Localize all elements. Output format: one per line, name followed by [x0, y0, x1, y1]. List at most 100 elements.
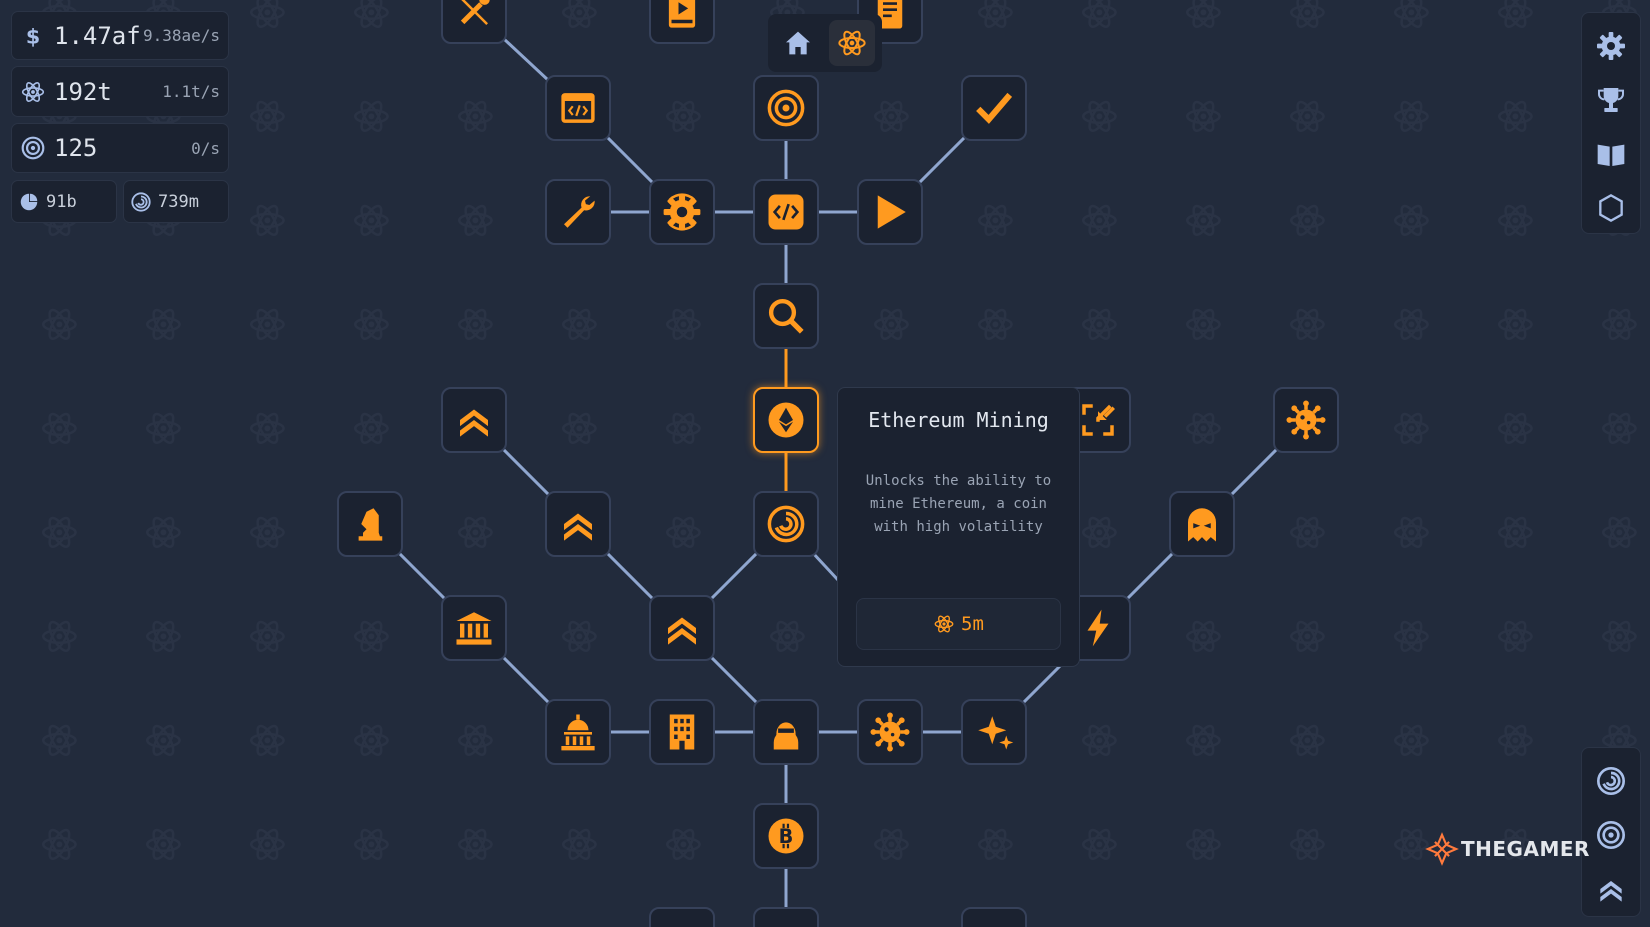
upgrade-node-chess-knight[interactable] — [337, 491, 403, 557]
upgrade-node-play[interactable] — [857, 179, 923, 245]
money-counter: $ 1.47af 9.38ae/s — [11, 11, 229, 60]
view-switcher — [768, 14, 882, 72]
upgrade-node-partial-2[interactable] — [753, 907, 819, 927]
ghost-icon — [1181, 503, 1223, 545]
upgrade-node-wrench[interactable] — [545, 179, 611, 245]
gear-icon — [1595, 30, 1627, 62]
bolt-icon — [1077, 607, 1119, 649]
target-coin-icon — [1595, 819, 1627, 851]
target-coin-button[interactable] — [1585, 809, 1637, 861]
upgrade-node-partial-3[interactable] — [961, 907, 1027, 927]
home-icon — [782, 27, 814, 59]
upgrade-node-capitol[interactable] — [545, 699, 611, 765]
tokens-value: 125 — [54, 134, 98, 162]
upgrade-node-virus-2[interactable] — [857, 699, 923, 765]
prestige-button[interactable] — [1585, 182, 1637, 234]
main-menu — [1581, 12, 1641, 234]
upgrade-node-sparkles[interactable] — [961, 699, 1027, 765]
achievements-button[interactable] — [1585, 74, 1637, 126]
trophy-icon — [1595, 84, 1627, 116]
science-counter: 192t 1.1t/s — [11, 66, 229, 117]
checkmark-icon — [973, 87, 1015, 129]
hacker-icon — [765, 711, 807, 753]
upgrade-node-chevrons-2[interactable] — [545, 491, 611, 557]
guide-button[interactable] — [1585, 128, 1637, 180]
video-icon — [661, 0, 703, 32]
upgrade-node-browser-code[interactable] — [545, 75, 611, 141]
upgrade-node-search[interactable] — [753, 283, 819, 349]
wrench-icon — [557, 191, 599, 233]
virus-icon — [1285, 399, 1327, 441]
upgrade-node-spiral[interactable] — [753, 491, 819, 557]
upgrade-node-target-coin[interactable] — [753, 75, 819, 141]
upgrade-node-building[interactable] — [649, 699, 715, 765]
tooltip-cost: 5m — [961, 613, 984, 635]
target-coin-icon — [765, 87, 807, 129]
svg-text:$: $ — [26, 24, 40, 48]
ethereum-icon — [765, 399, 807, 441]
chevrons-up-icon — [453, 399, 495, 441]
tools-icon — [453, 0, 495, 32]
pie-counter: 91b — [11, 180, 117, 223]
upgrade-node-partial-1[interactable] — [649, 907, 715, 927]
dollar-icon: $ — [20, 23, 46, 49]
watermark-text: THEGAMER — [1461, 837, 1590, 861]
upgrade-node-bitcoin[interactable]: B — [753, 803, 819, 869]
gear-cycle-icon — [661, 191, 703, 233]
upgrade-node-bank[interactable] — [441, 595, 507, 661]
hexagon-icon — [1595, 192, 1627, 224]
upgrades-button[interactable] — [1585, 863, 1637, 915]
spiral-icon — [1595, 765, 1627, 797]
partial-icon — [973, 919, 1015, 927]
browser-code-icon — [557, 87, 599, 129]
bank-icon — [453, 607, 495, 649]
bitcoin-icon: B — [765, 815, 807, 857]
search-icon — [765, 295, 807, 337]
tokens-counter: 125 0/s — [11, 123, 229, 173]
atom-icon — [836, 27, 868, 59]
research-view-button[interactable] — [828, 20, 875, 66]
play-icon — [869, 191, 911, 233]
capitol-icon — [557, 711, 599, 753]
partial-icon — [765, 919, 807, 927]
book-icon — [1595, 138, 1627, 170]
spiral-counter: 739m — [123, 180, 229, 223]
settings-button[interactable] — [1585, 20, 1637, 72]
code-icon — [765, 191, 807, 233]
pie-icon — [18, 191, 40, 213]
watermark: THEGAMER — [1425, 832, 1590, 866]
tokens-rate: 0/s — [191, 138, 220, 158]
svg-text:B: B — [779, 825, 794, 848]
upgrade-node-tools[interactable] — [441, 0, 507, 44]
pie-value: 91b — [46, 191, 77, 212]
upgrade-node-hacker[interactable] — [753, 699, 819, 765]
virus-icon — [869, 711, 911, 753]
home-button[interactable] — [775, 20, 821, 66]
upgrade-node-checkmark[interactable] — [961, 75, 1027, 141]
upgrade-node-chevrons-3[interactable] — [649, 595, 715, 661]
upgrade-node-ethereum[interactable] — [753, 387, 819, 453]
tooltip-description: Unlocks the ability to mine Ethereum, a … — [865, 473, 1052, 535]
upgrade-node-code[interactable] — [753, 179, 819, 245]
science-rate: 1.1t/s — [162, 82, 220, 101]
upgrade-node-video[interactable] — [649, 0, 715, 44]
tooltip-title: Ethereum Mining — [868, 408, 1049, 432]
upgrade-node-chevrons-1[interactable] — [441, 387, 507, 453]
tooltip-cost-button[interactable]: 5m — [856, 598, 1061, 650]
partial-icon — [661, 919, 703, 927]
compress-icon — [1077, 399, 1119, 441]
spiral-value: 739m — [158, 191, 199, 212]
spiral-button[interactable] — [1585, 755, 1637, 807]
upgrade-node-gear-cycle[interactable] — [649, 179, 715, 245]
chevrons-up-icon — [557, 503, 599, 545]
upgrade-tooltip: Ethereum Mining Unlocks the ability to m… — [837, 387, 1080, 667]
atom-icon — [20, 79, 46, 105]
spiral-icon — [765, 503, 807, 545]
chevrons-up-icon — [1595, 873, 1627, 905]
upgrade-node-virus-1[interactable] — [1273, 387, 1339, 453]
document-icon — [869, 0, 911, 32]
atom-icon — [933, 613, 955, 635]
upgrade-node-ghost[interactable] — [1169, 491, 1235, 557]
